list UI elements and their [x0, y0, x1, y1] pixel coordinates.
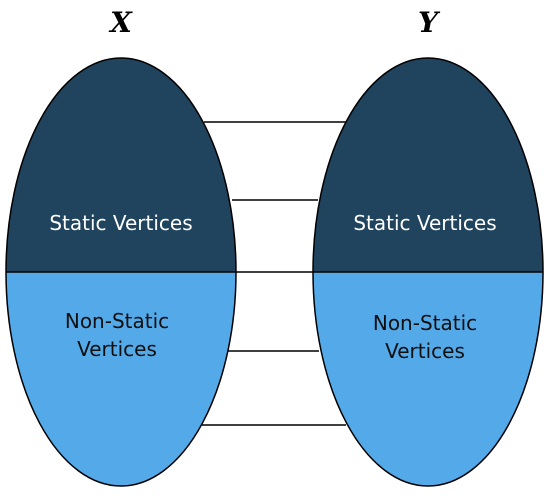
set-x-non-static-label-line2: Vertices — [77, 337, 157, 361]
set-x-ellipse — [5, 57, 237, 487]
edges — [202, 121, 346, 426]
set-y-ellipse — [312, 57, 544, 487]
set-x-non-static-label-line1: Non-Static — [65, 309, 169, 333]
set-y-non-static-label-line1: Non-Static — [373, 311, 477, 335]
set-x-static-label: Static Vertices — [49, 211, 192, 235]
set-y-title: Y — [418, 6, 441, 39]
set-x-outline — [5, 57, 237, 487]
set-y-non-static-label-line2: Vertices — [385, 339, 465, 363]
set-x-static-region — [6, 58, 236, 272]
set-y-non-static-region — [313, 272, 543, 486]
set-y-static-region — [313, 58, 543, 272]
set-y-static-label: Static Vertices — [353, 211, 496, 235]
set-y-outline — [312, 57, 544, 487]
set-x-non-static-region — [6, 272, 236, 486]
set-x-title: X — [108, 6, 133, 39]
